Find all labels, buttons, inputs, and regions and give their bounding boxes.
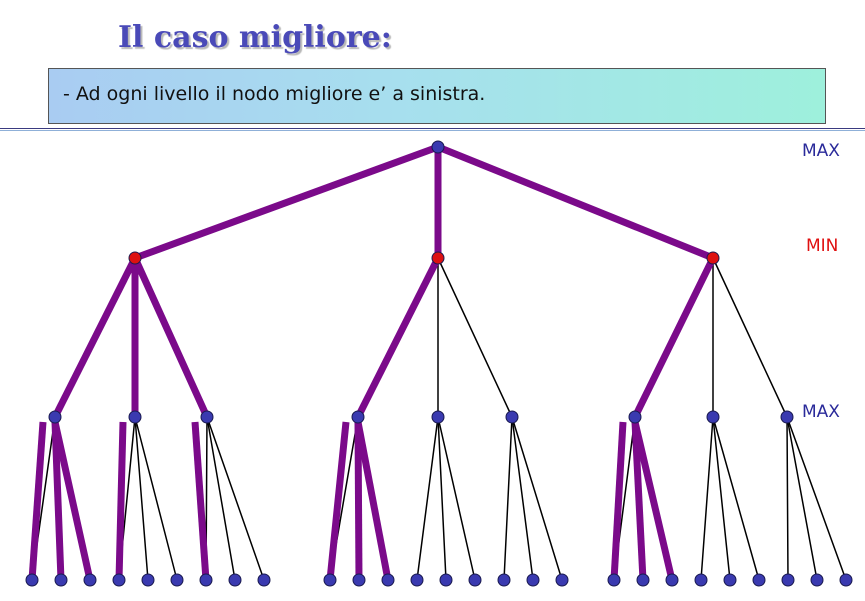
best-path-edge — [354, 421, 392, 581]
tree-edge — [437, 416, 476, 581]
max-node — [351, 410, 365, 424]
tree-edge — [206, 416, 236, 581]
leaf-node — [54, 573, 68, 587]
max-node — [628, 410, 642, 424]
max-node — [48, 410, 62, 424]
note-text: - Ad ogni livello il nodo migliore e’ a … — [63, 83, 486, 105]
leaf-node — [439, 573, 453, 587]
best-path-edge — [631, 421, 647, 581]
best-path-edge — [51, 421, 65, 581]
tree-edge — [134, 416, 178, 581]
leaf-node — [636, 573, 650, 587]
leaf-node — [468, 573, 482, 587]
best-path-edge — [133, 143, 440, 262]
best-path-edge — [115, 421, 127, 581]
leaf-node — [112, 573, 126, 587]
leaf-node — [526, 573, 540, 587]
tree-edge — [700, 416, 714, 581]
best-path-edge — [28, 421, 47, 581]
best-path-edge — [354, 256, 442, 419]
max-node — [128, 410, 142, 424]
leaf-node — [497, 573, 511, 587]
leaf-node — [752, 573, 766, 587]
tree-edge — [416, 416, 439, 581]
leaf-node — [199, 573, 213, 587]
best-path-edge — [631, 421, 676, 581]
best-path-edge — [191, 421, 210, 581]
leaf-node — [810, 573, 824, 587]
leaf-node — [352, 573, 366, 587]
tree-edge — [786, 416, 789, 581]
tree-edge — [712, 416, 760, 581]
tree-edge — [503, 416, 513, 581]
best-path-edge — [610, 421, 627, 581]
tree-edge — [786, 416, 847, 581]
leaf-node — [83, 573, 97, 587]
max-node — [431, 410, 445, 424]
leaf-node — [323, 573, 337, 587]
best-path-edge — [51, 256, 139, 419]
level-label-min: MIN — [806, 236, 839, 256]
best-path-edge — [131, 256, 211, 419]
leaf-node — [839, 573, 853, 587]
best-path-edge — [354, 421, 363, 581]
tree-edge — [786, 416, 818, 581]
leaf-node — [25, 573, 39, 587]
best-path-edge — [631, 256, 717, 419]
leaf-node — [694, 573, 708, 587]
max-node — [706, 410, 720, 424]
tree-edge — [712, 416, 731, 581]
leaf-node — [141, 573, 155, 587]
leaf-node — [257, 573, 271, 587]
best-path-edge — [326, 421, 350, 581]
tree-edge — [511, 416, 534, 581]
best-path-edge — [51, 421, 94, 581]
min-node — [431, 251, 445, 265]
best-path-edge — [436, 143, 715, 262]
max-node — [200, 410, 214, 424]
note-box: - Ad ogni livello il nodo migliore e’ a … — [48, 68, 826, 124]
leaf-node — [381, 573, 395, 587]
leaf-node — [665, 573, 679, 587]
max-node — [431, 140, 445, 154]
leaf-node — [170, 573, 184, 587]
leaf-node — [723, 573, 737, 587]
tree-edge — [712, 257, 788, 418]
max-node — [780, 410, 794, 424]
slide-title: Il caso migliore: — [118, 20, 392, 55]
leaf-node — [781, 573, 795, 587]
leaf-node — [555, 573, 569, 587]
tree-edge — [511, 416, 563, 581]
divider-line — [0, 128, 865, 131]
max-node — [505, 410, 519, 424]
leaf-node — [410, 573, 424, 587]
tree-edge — [437, 257, 513, 418]
min-node — [706, 251, 720, 265]
leaf-node — [228, 573, 242, 587]
leaf-node — [607, 573, 621, 587]
level-label-max-top: MAX — [802, 141, 840, 161]
level-label-max-bottom: MAX — [802, 402, 840, 422]
tree-edge — [437, 416, 447, 581]
tree-edge — [134, 416, 149, 581]
tree-edge — [206, 416, 265, 581]
min-node — [128, 251, 142, 265]
